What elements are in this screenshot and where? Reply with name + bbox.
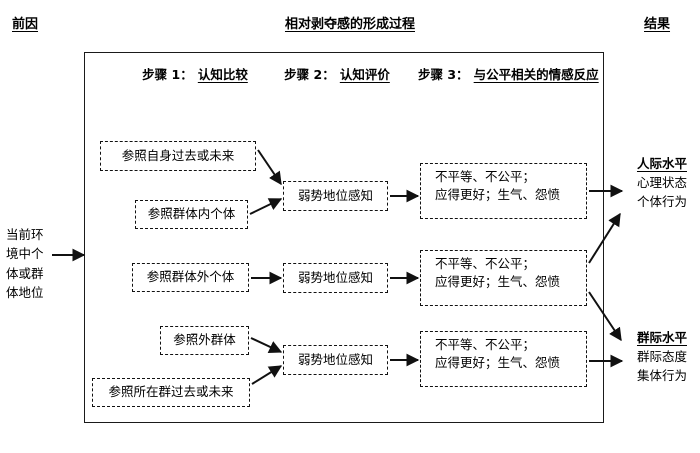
step-3-number: 步骤 3： [418,67,469,82]
antecedent-line-3: 体或群 [6,265,44,281]
header-right-label: 结果 [644,17,671,32]
emotion-node-1-line-2: 应得更好；生气、怨愤 [435,187,561,203]
outcome-interpersonal-line-1: 心理状态 [636,174,687,190]
outcome-intergroup-line-1: 群际态度 [636,348,687,364]
appraisal-node-1[interactable]: 弱势地位感知 [283,181,388,211]
outcome-intergroup-title: 群际水平 [636,330,687,345]
antecedent-label: 当前环 境中个 体或群 体地位 [6,225,68,303]
step-2-number: 步骤 2： [284,67,335,82]
step-header-1: 步骤 1： 认知比较 [130,62,260,87]
comparison-node-ingroup-individual[interactable]: 参照群体内个体 [135,200,248,229]
antecedent-line-2: 境中个 [6,246,44,262]
comparison-node-outgroup[interactable]: 参照外群体 [160,326,249,355]
outcome-intergroup-line-2: 集体行为 [636,367,687,383]
appraisal-node-2[interactable]: 弱势地位感知 [283,263,388,293]
header-left-label: 前因 [12,17,39,32]
emotion-node-1-line-1: 不平等、不公平； [435,169,536,184]
outcome-interpersonal: 人际水平 心理状态 个体行为 [624,155,700,211]
header-center-title: 相对剥夺感的形成过程 [0,18,700,31]
step-1-number: 步骤 1： [142,67,193,82]
comparison-node-outgroup-individual[interactable]: 参照群体外个体 [132,263,249,292]
step-3-name: 与公平相关的情感反应 [473,67,599,82]
emotion-node-3[interactable]: 不平等、不公平； 应得更好；生气、怨愤 [420,331,587,387]
emotion-node-3-line-2: 应得更好；生气、怨愤 [435,355,561,371]
emotion-node-1[interactable]: 不平等、不公平； 应得更好；生气、怨愤 [420,163,587,219]
outcome-interpersonal-line-2: 个体行为 [636,193,687,209]
step-2-name: 认知评价 [339,67,390,82]
outcome-interpersonal-title: 人际水平 [636,156,687,171]
comparison-node-own-group-past-future[interactable]: 参照所在群过去或未来 [92,378,250,407]
comparison-node-self-past-future[interactable]: 参照自身过去或未来 [100,141,256,171]
appraisal-node-3[interactable]: 弱势地位感知 [283,345,388,375]
step-header-3: 步骤 3： 与公平相关的情感反应 [418,62,599,87]
antecedent-line-4: 体地位 [6,285,44,301]
step-header-2: 步骤 2： 认知评价 [272,62,402,87]
antecedent-line-1: 当前环 [6,227,44,242]
emotion-node-2-line-2: 应得更好；生气、怨愤 [435,274,561,290]
emotion-node-3-line-1: 不平等、不公平； [435,337,536,352]
emotion-node-2[interactable]: 不平等、不公平； 应得更好；生气、怨愤 [420,250,587,306]
step-1-name: 认知比较 [197,67,248,82]
header-center-title-text: 相对剥夺感的形成过程 [284,17,415,32]
outcome-intergroup: 群际水平 群际态度 集体行为 [624,329,700,385]
emotion-node-2-line-1: 不平等、不公平； [435,256,536,271]
